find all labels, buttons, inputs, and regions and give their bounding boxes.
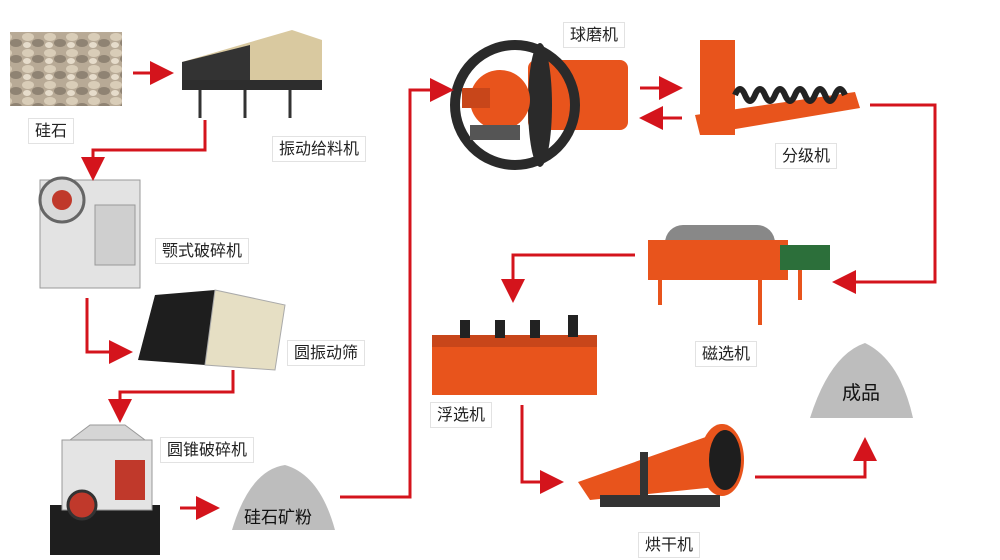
- label-silica: 硅石: [28, 118, 75, 144]
- label-flotation-machine: 浮选机: [430, 402, 493, 428]
- flotation-machine-image: [432, 315, 597, 395]
- label-classifier: 分级机: [775, 143, 838, 169]
- silica-stones-image: [10, 32, 122, 106]
- ball-mill-image: [450, 40, 628, 170]
- spiral-classifier-image: [695, 40, 860, 135]
- label-cone-crusher: 圆锥破碎机: [160, 437, 255, 463]
- label-jaw-crusher: 颚式破碎机: [155, 238, 250, 264]
- arrow-screen-to-cone-crusher: [108, 370, 235, 423]
- arrow-jaw-crusher-to-screen: [85, 298, 133, 364]
- magnetic-separator-image: [648, 225, 830, 325]
- label-circular-screen: 圆振动筛: [287, 340, 366, 366]
- arrow-dryer-to-product: [755, 437, 877, 479]
- arrow-powder-to-ball-mill: [340, 78, 454, 499]
- label-ball-mill: 球磨机: [563, 22, 626, 48]
- arrow-feeder-to-jaw-crusher: [81, 120, 207, 181]
- arrow-classifier-to-magnetic: [832, 103, 937, 294]
- cone-crusher-image: [50, 424, 160, 555]
- arrow-magnetic-to-flotation: [501, 253, 635, 303]
- vibrating-feeder-image: [182, 30, 322, 118]
- label-magnetic-separator: 磁选机: [695, 341, 758, 367]
- arrow-flotation-to-dryer: [520, 405, 564, 494]
- silica-powder-mound: [232, 465, 335, 530]
- label-dryer: 烘干机: [638, 532, 701, 558]
- label-product: 成品: [842, 382, 881, 404]
- label-silica-powder: 硅石矿粉: [244, 508, 312, 528]
- rotary-dryer-image: [578, 424, 744, 507]
- jaw-crusher-image: [38, 176, 141, 289]
- label-vibrating-feeder: 振动给料机: [272, 136, 367, 162]
- product-mound: [810, 343, 913, 418]
- circular-screen-image: [138, 289, 286, 371]
